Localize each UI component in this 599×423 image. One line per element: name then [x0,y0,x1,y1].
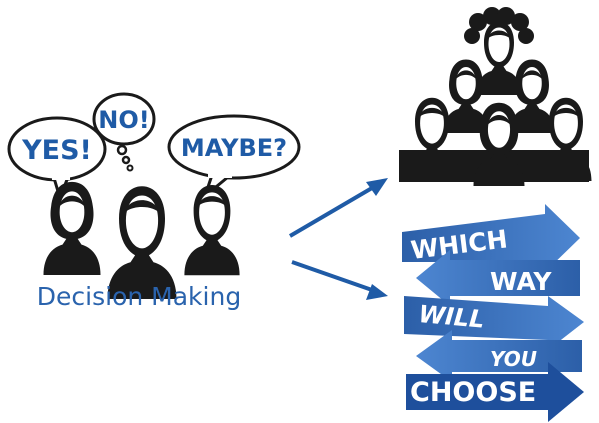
bubble-text-no: NO! [98,106,149,134]
sign-arrow-choose: CHOOSE [406,362,584,422]
crowd-person-top-icon [464,7,534,95]
thought-bubble-no: NO! [92,92,156,172]
speech-bubble-yes: YES! [7,116,107,203]
arrow-to-choice-icon [291,260,388,300]
sign-arrow-you: YOU [416,330,582,382]
sign-arrow-way: WAY [416,250,580,306]
arrow-to-group-icon [288,178,388,238]
sign-text-choose: CHOOSE [410,377,536,408]
signpost-arrows: WHICH WAY WILL YOU CHOOSE [402,204,584,422]
sign-text-way: WAY [490,267,552,296]
person-left-icon [43,181,101,275]
person-right-icon [184,185,240,276]
speech-bubble-maybe: MAYBE? [167,114,301,201]
sign-text-you: YOU [490,347,537,371]
bubble-text-maybe: MAYBE? [181,134,287,162]
crowd-icon [399,7,592,186]
bubble-text-yes: YES! [21,135,92,166]
sign-arrow-will: WILL [404,296,584,350]
diagram-caption: Decision Making [36,282,242,311]
sign-text-will: WILL [417,300,485,334]
